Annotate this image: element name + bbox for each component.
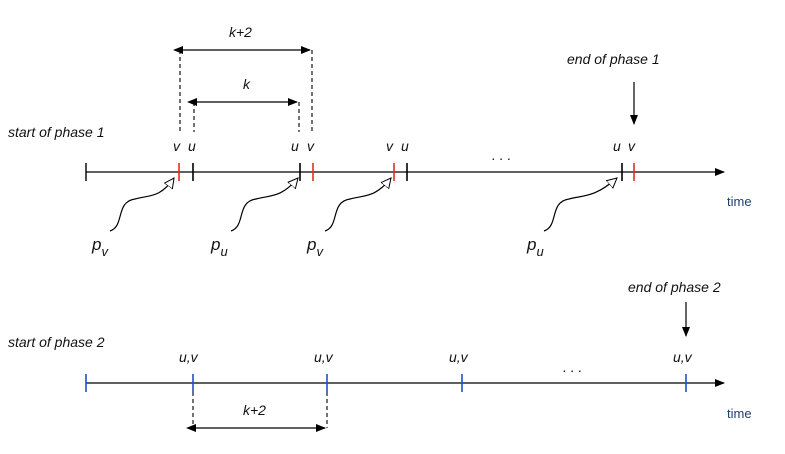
pointer-curve-pu-2 (543, 178, 617, 232)
phase1-event-label: u (188, 138, 196, 154)
phase2-group: start of phase 2 time u,v u,v u,v u,v . … (8, 279, 752, 432)
phase2-event-label: u,v (673, 349, 693, 365)
phase2-event-label: u,v (449, 349, 469, 365)
phase1-event-label: u (613, 138, 621, 154)
phase2-event-label: u,v (314, 349, 334, 365)
phase1-event-label: v (386, 138, 394, 154)
phase1-k2-label: k+2 (229, 24, 252, 40)
pointer-curve-pu-1 (230, 178, 298, 232)
phase1-event-label: u (401, 138, 409, 154)
pointer-label-pu-1: pu (210, 235, 228, 259)
phase2-ellipsis: . . . (563, 359, 582, 375)
phase1-ellipsis: . . . (492, 147, 511, 163)
phase1-event-label: u (291, 138, 299, 154)
phase2-start-label: start of phase 2 (8, 334, 105, 350)
phase2-k2-label: k+2 (243, 402, 266, 418)
pointer-label-pu-2: pu (526, 235, 544, 259)
phase1-k-label: k (243, 76, 251, 92)
phase1-start-label: start of phase 1 (8, 124, 105, 140)
phase2-end-label: end of phase 2 (628, 279, 721, 295)
phase1-end-label: end of phase 1 (567, 51, 660, 67)
phase1-group: start of phase 1 time v u u v v u u v . … (8, 24, 752, 259)
pointer-label-pv-2: pv (306, 235, 324, 259)
phase2-event-label: u,v (179, 349, 199, 365)
pointer-curve-pv-2 (324, 178, 391, 232)
phase1-event-label: v (173, 138, 181, 154)
pointer-label-pv-1: pv (91, 235, 109, 259)
pointer-curve-pv-1 (109, 178, 174, 232)
phase1-time-label: time (727, 194, 752, 209)
phase1-event-label: v (307, 138, 315, 154)
phase2-time-label: time (727, 406, 752, 421)
phase1-event-label: v (628, 138, 636, 154)
